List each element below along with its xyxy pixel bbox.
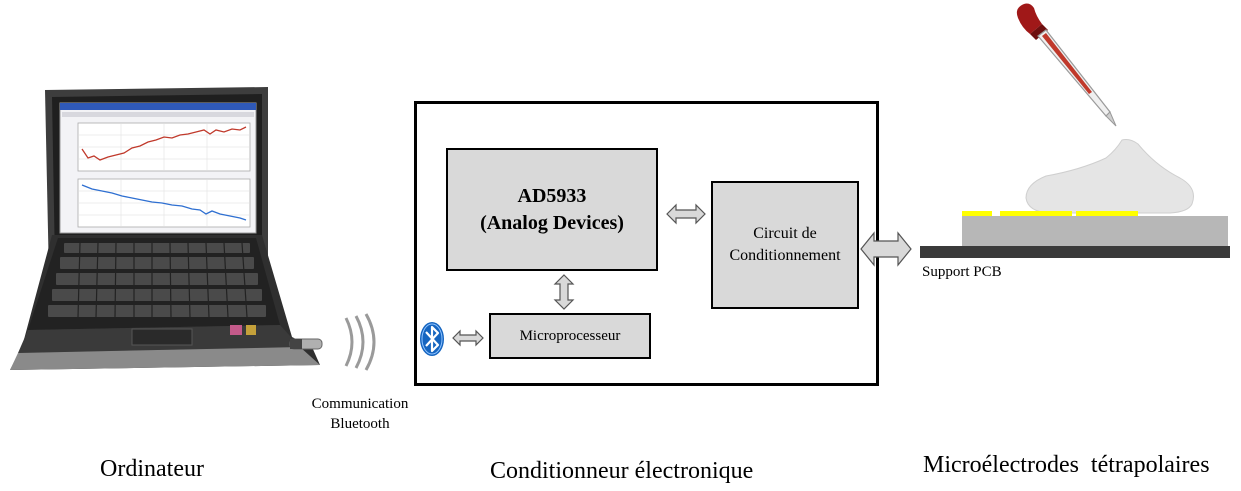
double-arrow-horizontal bbox=[666, 203, 706, 225]
droplet-icon bbox=[1025, 139, 1194, 214]
electrodes-caption: Microélectrodes tétrapolaires bbox=[923, 452, 1210, 478]
microprocessor-block: Microprocesseur bbox=[489, 313, 651, 359]
double-arrow-vertical bbox=[553, 274, 575, 310]
ad5933-subtitle: (Analog Devices) bbox=[480, 211, 624, 234]
dropper-icon bbox=[1016, 3, 1117, 127]
conditioning-line2: Conditionnement bbox=[729, 247, 841, 264]
communication-label: Communication Bluetooth bbox=[292, 394, 428, 434]
microprocessor-label: Microprocesseur bbox=[519, 328, 621, 344]
pcb-support-label: Support PCB bbox=[922, 264, 1002, 280]
electrode-stack bbox=[920, 211, 1230, 258]
conditioning-circuit-block: Circuit de Conditionnement bbox=[711, 181, 859, 309]
bluetooth-icon bbox=[420, 322, 444, 356]
ad5933-title: AD5933 bbox=[517, 184, 587, 207]
computer-caption: Ordinateur bbox=[100, 456, 204, 482]
laptop-icon bbox=[10, 87, 323, 370]
double-arrow-external bbox=[860, 231, 912, 267]
conditioner-caption: Conditionneur électronique bbox=[490, 458, 754, 484]
ad5933-block: AD5933 (Analog Devices) bbox=[446, 148, 658, 271]
communication-line1: Communication bbox=[311, 396, 409, 412]
conditioning-line1: Circuit de bbox=[753, 225, 817, 242]
double-arrow-bluetooth bbox=[452, 329, 484, 347]
communication-line2: Bluetooth bbox=[330, 416, 390, 432]
wireless-signal-icon bbox=[344, 313, 376, 371]
